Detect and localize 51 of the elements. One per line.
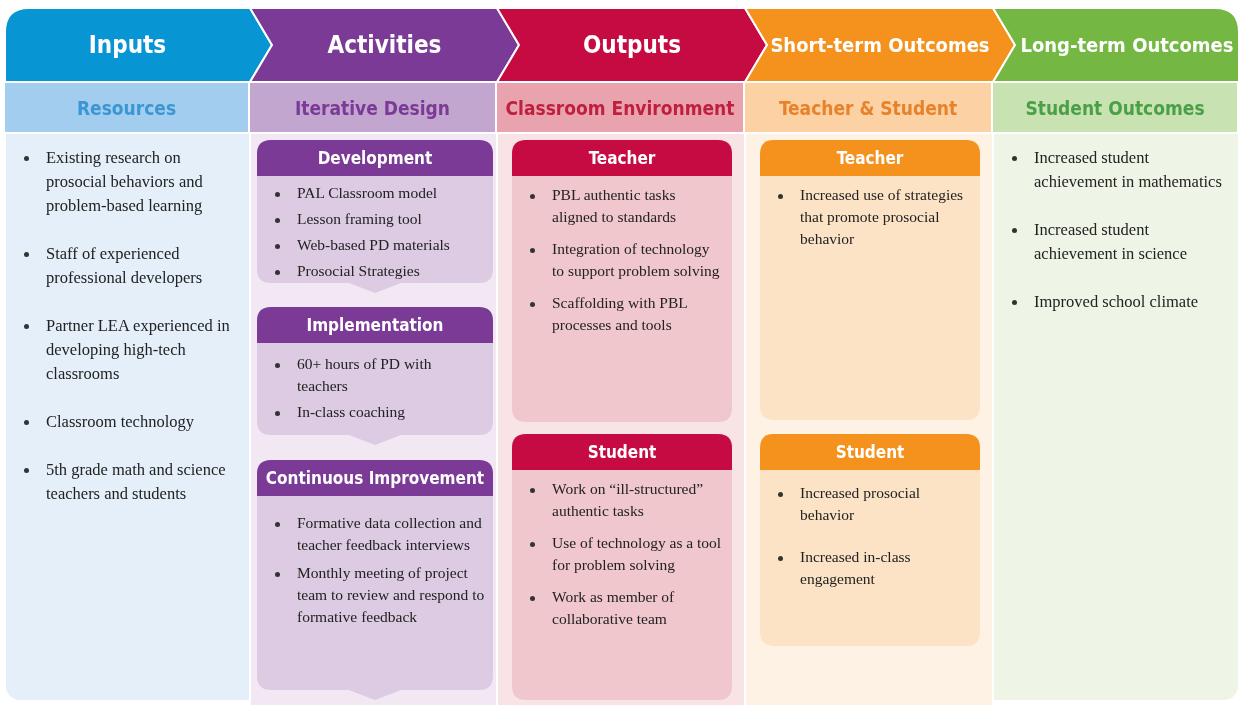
chevron-header: Activities bbox=[250, 8, 519, 82]
bullet-item: Use of technology as a tool for problem solving bbox=[552, 534, 722, 573]
card-heading: Implementation bbox=[305, 314, 445, 337]
bullet-item: Integration of technology to support problem solving bbox=[552, 240, 720, 279]
bullet-item: Staff of experienced professional developers bbox=[46, 244, 203, 287]
process-card bbox=[257, 307, 493, 445]
card-heading: Teacher bbox=[587, 147, 657, 170]
process-card bbox=[257, 460, 493, 700]
bullet-item: Increased in-class engagement bbox=[800, 548, 911, 587]
bullet-item: 5th grade math and science teachers and students bbox=[46, 460, 226, 503]
process-card bbox=[760, 140, 980, 420]
section-band: Classroom Environment bbox=[497, 83, 744, 132]
bullet-item: Classroom technology bbox=[46, 412, 195, 431]
card-heading: Student bbox=[586, 441, 658, 464]
bullet-item: Web-based PD materials bbox=[297, 236, 450, 253]
process-card bbox=[512, 434, 732, 700]
bullet-item: Increased use of strategies that promote prosocial behavior bbox=[800, 186, 964, 247]
bullet-item: Increased student achievement in mathematics bbox=[1034, 148, 1222, 191]
process-card bbox=[760, 434, 980, 646]
bullet-item: Monthly meeting of project team to review and respond to formative feedback bbox=[297, 564, 485, 625]
bullet-item: 60+ hours of PD with teachers bbox=[297, 355, 432, 394]
bullet-item: Increased student achievement in science bbox=[1034, 220, 1187, 263]
bullet-item: Improved school climate bbox=[1034, 292, 1199, 311]
card-heading: Continuous Improvement bbox=[264, 467, 486, 490]
bullet-item: Scaffolding with PBL processes and tools bbox=[552, 294, 688, 333]
bullet-item: Work on “ill-structured” authentic tasks bbox=[552, 480, 704, 519]
bullet-item: Prosocial Strategies bbox=[297, 262, 420, 279]
bullet-item: In-class coaching bbox=[297, 403, 406, 420]
process-card bbox=[257, 140, 493, 293]
section-band: Student Outcomes bbox=[993, 83, 1238, 132]
card-heading: Teacher bbox=[835, 147, 905, 170]
chevron-header: Inputs bbox=[5, 8, 272, 82]
section-band: Iterative Design bbox=[250, 83, 496, 132]
chevron-header: Outputs bbox=[497, 8, 767, 82]
card-heading: Development bbox=[316, 147, 434, 170]
bullet-item: Lesson framing tool bbox=[297, 210, 422, 227]
card-heading: Student bbox=[834, 441, 906, 464]
content-panel bbox=[994, 134, 1238, 700]
process-card bbox=[512, 140, 732, 422]
bullet-item: Partner LEA experienced in developing high-tech classrooms bbox=[46, 316, 230, 383]
bullet-item: PAL Classroom model bbox=[297, 184, 438, 201]
chevron-header: Short-term Outcomes bbox=[745, 8, 1015, 82]
bullet-item: PBL authentic tasks aligned to standards bbox=[552, 186, 676, 225]
bullet-item: Existing research on prosocial behaviors and problem-based learning bbox=[46, 148, 203, 215]
bullet-item: Formative data collection and teacher feedback interviews bbox=[297, 514, 482, 553]
chevron-header: Long-term Outcomes bbox=[993, 8, 1239, 82]
section-band: Resources bbox=[5, 83, 249, 132]
bullet-item: Increased prosocial behavior bbox=[800, 484, 921, 523]
bullet-item: Work as member of collaborative team bbox=[552, 588, 675, 627]
content-panel bbox=[6, 134, 249, 700]
section-band: Teacher & Student bbox=[745, 83, 992, 132]
